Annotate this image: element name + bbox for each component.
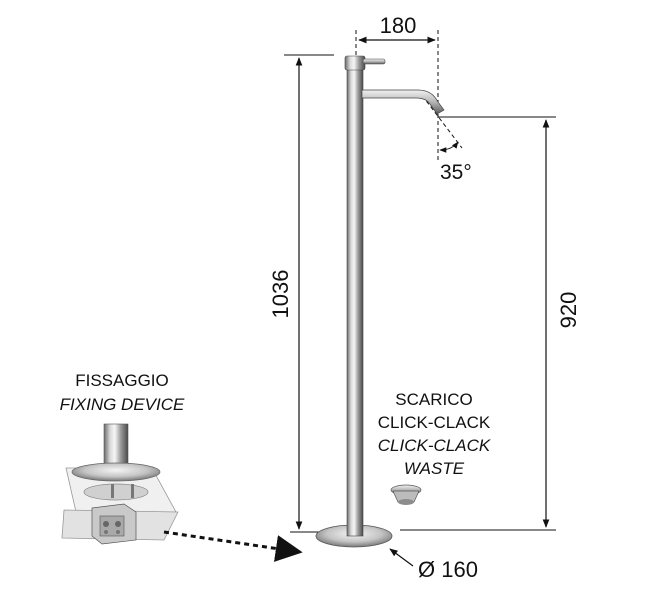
fixing-label-en: FIXING DEVICE xyxy=(60,395,185,414)
total-height-dimension: 1036 xyxy=(268,54,334,533)
waste-callout: SCARICO CLICK-CLACK CLICK-CLACK WASTE xyxy=(378,390,491,505)
spout-height-dimension: 920 xyxy=(400,116,581,531)
faucet-column xyxy=(346,67,364,537)
fixing-device-illustration xyxy=(61,423,179,545)
faucet-top-cap xyxy=(344,55,366,71)
spout-height-label: 920 xyxy=(556,292,581,329)
fixing-label-it: FISSAGGIO xyxy=(75,371,169,390)
spout-reach-label: 180 xyxy=(380,13,417,38)
click-clack-waste-icon xyxy=(390,484,422,505)
spout-angle-label: 35° xyxy=(440,161,472,184)
base-diameter-dimension: Ø 160 xyxy=(389,548,478,582)
spout-angle-dimension: 35° xyxy=(417,89,472,184)
total-height-label: 1036 xyxy=(268,270,293,319)
waste-label-it-2: CLICK-CLACK xyxy=(378,413,491,432)
fixing-pointer-arrow xyxy=(163,530,303,562)
fixing-device-callout: FISSAGGIO FIXING DEVICE xyxy=(60,371,185,545)
spout-reach-dimension: 180 xyxy=(355,13,439,160)
waste-label-en-2: WASTE xyxy=(404,459,465,478)
faucet-spout xyxy=(361,89,445,115)
waste-label-en-1: CLICK-CLACK xyxy=(378,436,491,455)
faucet xyxy=(315,55,445,548)
waste-label-it-1: SCARICO xyxy=(395,390,472,409)
base-diameter-label: Ø 160 xyxy=(418,557,478,582)
faucet-lever-handle xyxy=(362,58,386,65)
